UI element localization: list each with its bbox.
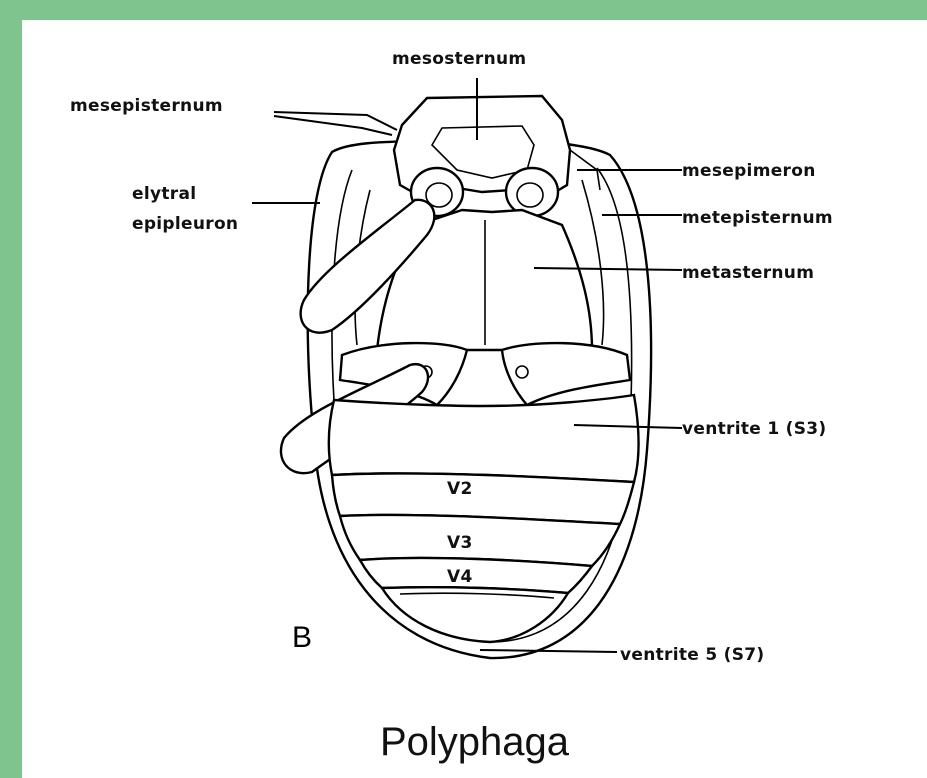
label-v4: V4	[447, 567, 473, 587]
caption-title: Polyphaga	[22, 720, 927, 765]
label-metasternum: metasternum	[682, 263, 814, 283]
beetle-ventral-diagram: mesosternum mesepisternum elytral epiple…	[22, 20, 927, 778]
label-mesepimeron: mesepimeron	[682, 161, 816, 181]
label-ventrite-1: ventrite 1 (S3)	[682, 419, 826, 439]
ventrite-1	[329, 395, 639, 482]
figure-canvas: mesosternum mesepisternum elytral epiple…	[22, 20, 927, 778]
label-v3: V3	[447, 533, 473, 553]
panel-letter: B	[292, 621, 312, 654]
label-v2: V2	[447, 479, 473, 499]
label-elytral: elytral	[132, 184, 196, 204]
label-epipleuron: epipleuron	[132, 214, 238, 234]
mesocoxa-right	[506, 168, 558, 216]
leader-mesepisternum-a	[274, 112, 397, 130]
label-mesosternum: mesosternum	[392, 49, 526, 69]
label-mesepisternum: mesepisternum	[70, 96, 223, 116]
label-ventrite-5: ventrite 5 (S7)	[620, 645, 764, 665]
label-metepisternum: metepisternum	[682, 208, 833, 228]
